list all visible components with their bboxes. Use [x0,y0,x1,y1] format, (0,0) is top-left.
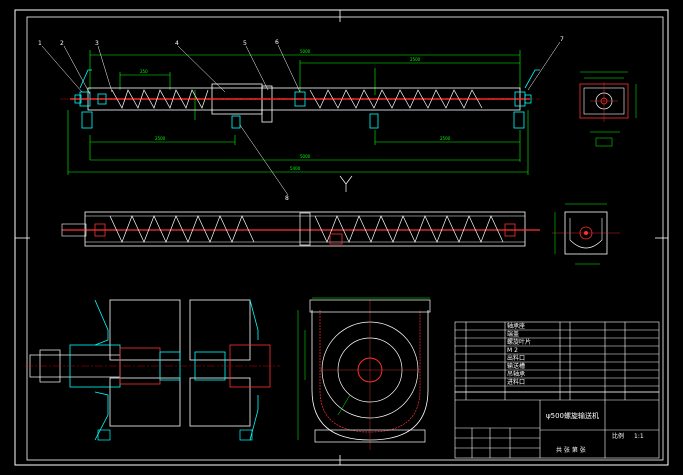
parts-list-item-1: 轴承座 [507,323,526,330]
svg-text:5000: 5000 [300,154,311,159]
parts-list-item-2: 端盖 [507,331,520,338]
callout-7: 7 [560,36,564,43]
svg-text:5400: 5400 [290,166,301,171]
callout-6: 6 [275,39,279,46]
plan-flights-left [109,215,255,243]
callout-2: 2 [60,40,64,47]
bearing-section-detail [25,299,280,441]
hanger-bearing-block [261,85,273,123]
main-elevation-view: 5000 2500 250 2500 2500 5000 5400 [38,36,564,202]
end-view-top [579,71,637,147]
scale-label: 比例 [612,433,625,440]
parts-list-item-3: 螺旋叶片 [507,339,532,346]
svg-text:2500: 2500 [440,136,451,141]
svg-text:250: 250 [140,69,148,74]
sheet-count: 共 张 第 张 [556,447,586,454]
title-block [454,321,660,459]
callout-3: 3 [95,40,99,47]
plan-trough [84,211,526,247]
scale-ratio: 1:1 [634,433,644,440]
dimension-text: 5000 2500 250 2500 2500 5000 5400 [140,49,451,171]
dimension-lines [67,50,529,175]
end-view-middle [552,203,620,265]
svg-text:2500: 2500 [155,136,166,141]
leader-lines [41,41,561,196]
svg-text:5000: 5000 [300,49,311,54]
parts-list-item-5: 出料口 [507,355,526,362]
inner-frame [26,16,664,461]
svg-text:2500: 2500 [410,57,421,62]
parts-list-item-8: 进料口 [507,379,526,386]
callout-numbers: 1 2 3 4 5 6 7 8 [38,36,564,202]
plan-flights-right [314,215,504,243]
screw-flights-left [111,89,209,109]
parts-list-item-6: 输送槽 [507,363,526,370]
callout-4: 4 [175,40,179,47]
callout-1: 1 [38,40,42,47]
callout-5: 5 [243,40,247,47]
view-direction-arrow [339,175,353,192]
drawing-title: ψ500螺旋输送机 [546,412,599,420]
parts-list-item-4: M 2 [507,347,518,354]
callout-8: 8 [285,195,289,202]
support-feet [81,111,525,129]
trough-cross-section [297,297,431,450]
plan-view [61,211,540,247]
parts-list-item-7: 吊轴承 [507,371,526,378]
outer-frame [14,9,669,466]
